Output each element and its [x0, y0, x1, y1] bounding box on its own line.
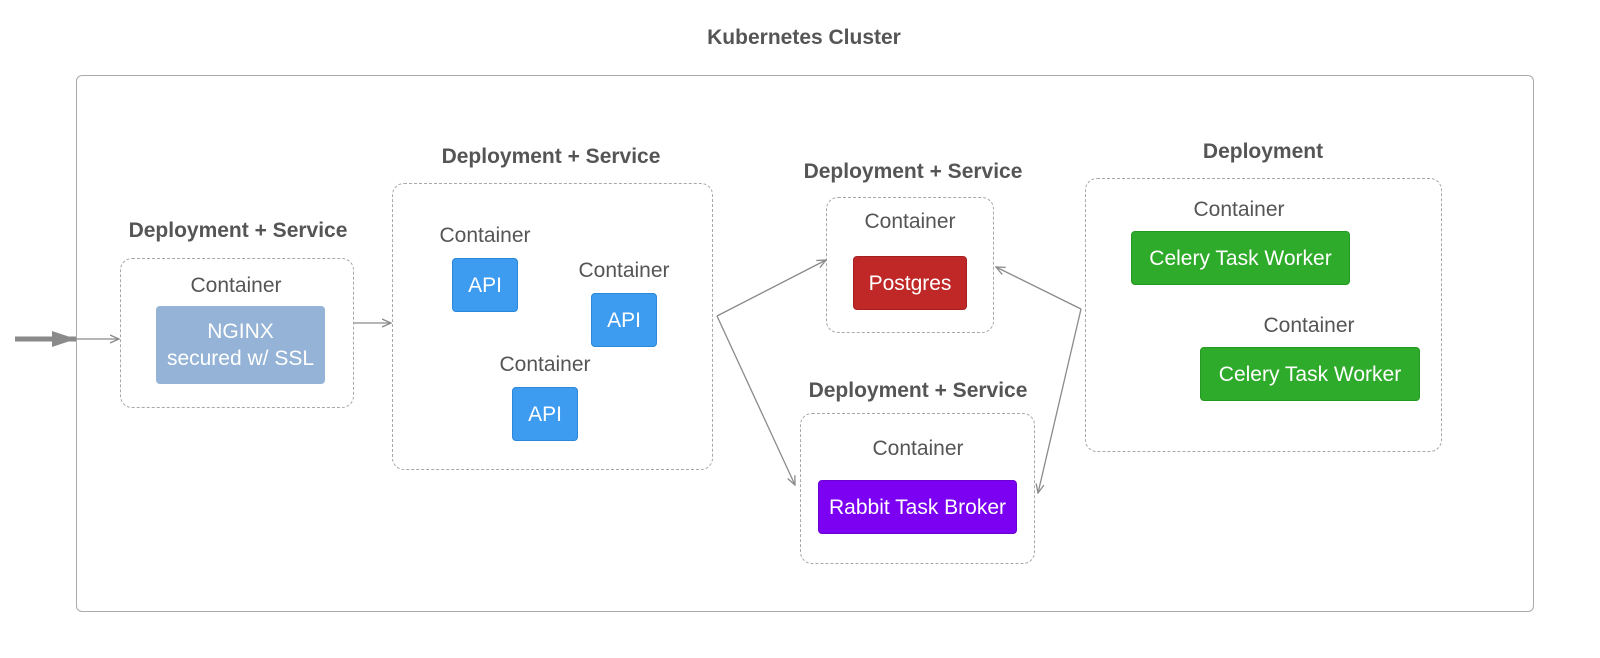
celery-container-label-1: Container — [1193, 198, 1285, 221]
api-box-1: API — [452, 258, 518, 312]
api-container-label-2: Container — [578, 259, 670, 282]
api-container-label-1: Container — [439, 224, 531, 247]
nginx-box: NGINX secured w/ SSL — [156, 306, 325, 384]
postgres-group-title: Deployment + Service — [803, 160, 1023, 183]
cluster-title: Kubernetes Cluster — [707, 26, 901, 49]
rabbit-deployment — [800, 413, 1035, 564]
celery-group-title: Deployment — [1202, 140, 1324, 163]
nginx-deployment — [120, 258, 354, 408]
api-to-rabbit-arrow — [716, 315, 795, 485]
rabbit-group-title: Deployment + Service — [808, 379, 1028, 402]
celery-deployment — [1085, 178, 1442, 452]
api-container-label-3: Container — [499, 353, 591, 376]
nginx-group-title: Deployment + Service — [128, 219, 348, 242]
celery-to-rabbit-arrow — [1038, 308, 1082, 493]
api-box-3: API — [512, 387, 578, 441]
celery-container-label-2: Container — [1263, 314, 1355, 337]
postgres-box: Postgres — [853, 256, 967, 310]
celery-box-2: Celery Task Worker — [1200, 347, 1420, 401]
rabbit-box: Rabbit Task Broker — [818, 480, 1017, 534]
nginx-container-label: Container — [190, 274, 282, 297]
api-box-2: API — [591, 293, 657, 347]
api-deployment — [392, 183, 713, 470]
postgres-container-label: Container — [864, 210, 956, 233]
celery-box-1: Celery Task Worker — [1131, 231, 1350, 285]
rabbit-container-label: Container — [872, 437, 964, 460]
api-to-postgres-arrow — [716, 260, 826, 317]
kubernetes-cluster — [76, 75, 1534, 612]
api-group-title: Deployment + Service — [441, 145, 661, 168]
celery-to-postgres-arrow — [996, 267, 1082, 310]
